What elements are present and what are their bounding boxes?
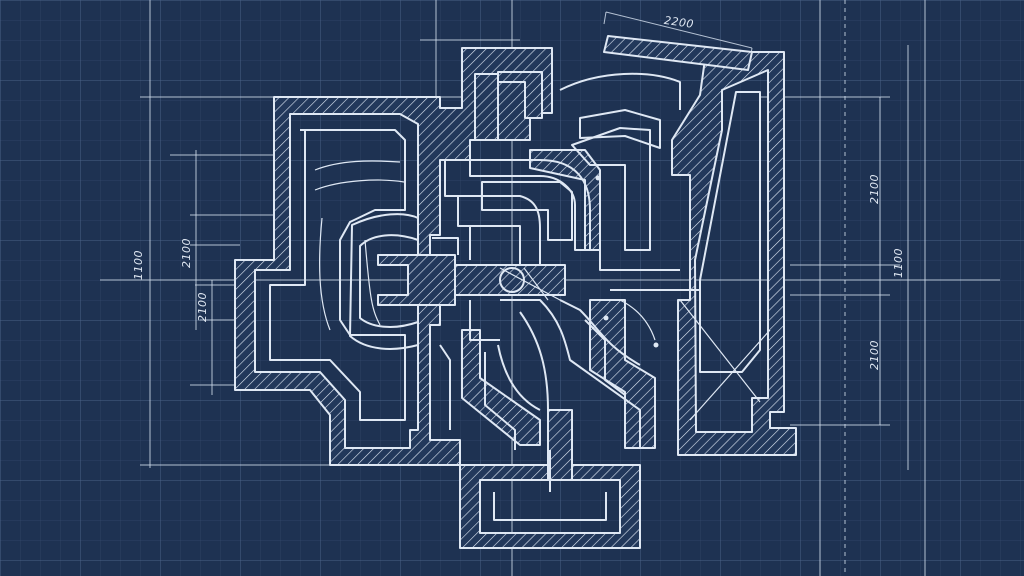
dim-label-right-lower: 2100 <box>868 340 881 370</box>
dim-label-right-overall: 1100 <box>892 248 905 278</box>
dim-label-left-overall: 1100 <box>132 250 145 280</box>
dim-label-left-upper: 2100 <box>180 238 193 268</box>
dim-label-top: 2200 <box>663 14 695 31</box>
pump-housing <box>234 35 797 549</box>
dim-label-left-lower: 2100 <box>196 292 209 322</box>
dim-label-right-upper: 2100 <box>868 174 881 204</box>
